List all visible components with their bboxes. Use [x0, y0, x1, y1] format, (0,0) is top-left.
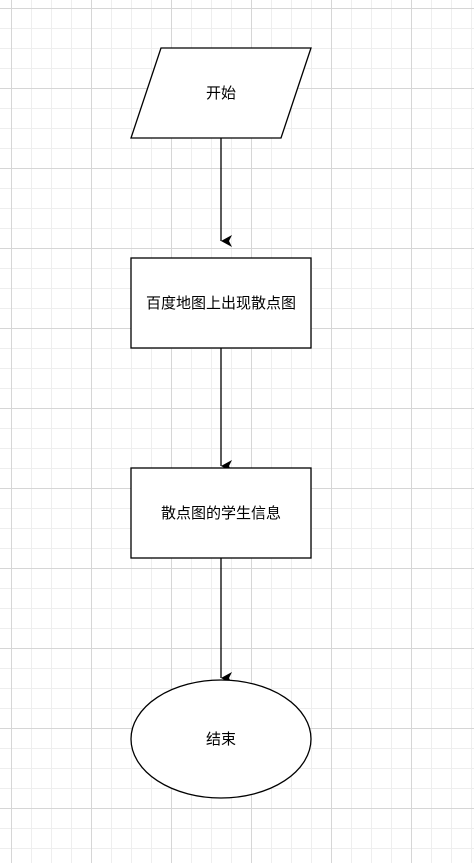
step1-node-label: 百度地图上出现散点图	[145, 294, 296, 312]
start-node-shape[interactable]	[130, 47, 312, 139]
end-node-label: 结束	[205, 730, 236, 748]
step2-node-label: 散点图的学生信息	[160, 504, 281, 522]
end-node-shape[interactable]	[130, 679, 312, 799]
start-node-label: 开始	[205, 84, 236, 102]
step1-node-shape[interactable]	[130, 257, 312, 349]
step2-node-shape[interactable]	[130, 467, 312, 559]
